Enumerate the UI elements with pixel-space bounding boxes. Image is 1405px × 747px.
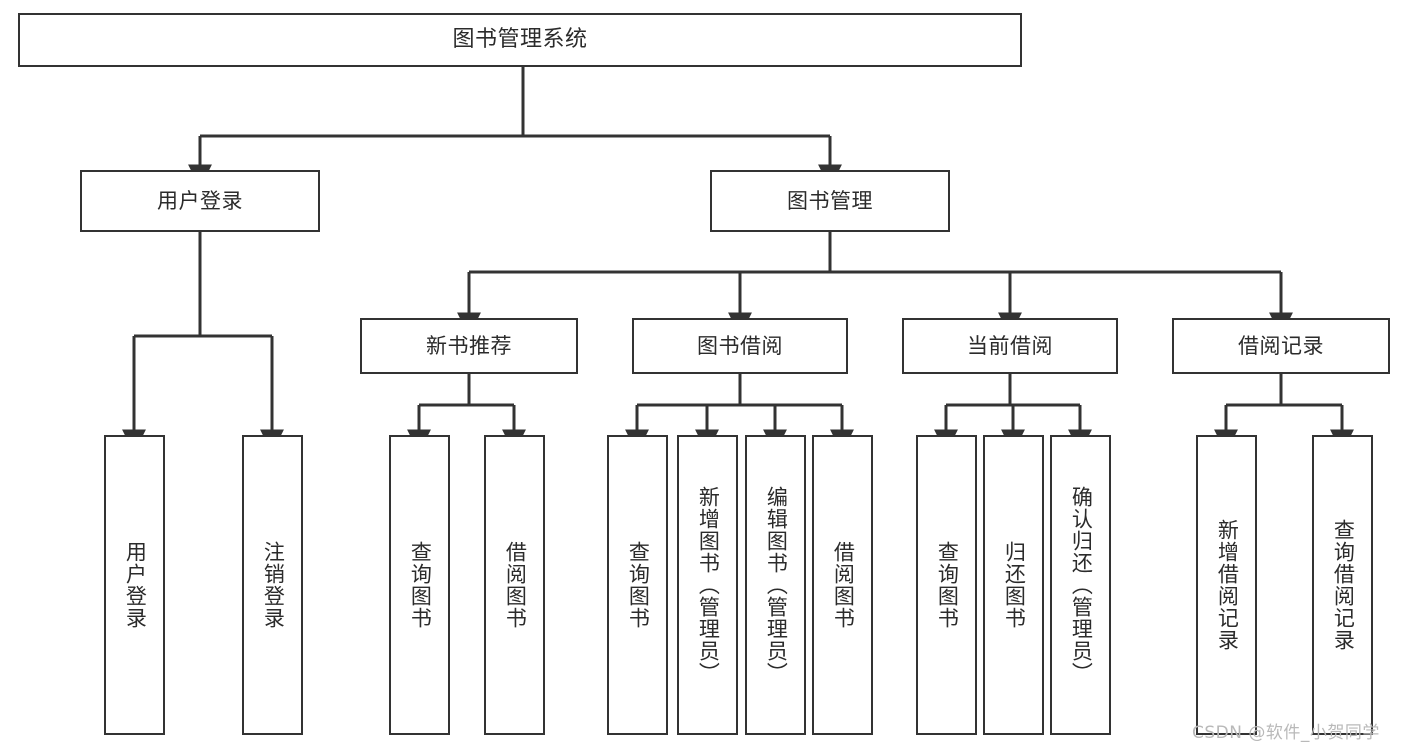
node-label: 新书推荐 — [426, 333, 512, 358]
node-label: 查询借阅记录 — [1331, 519, 1356, 651]
node-label: 图书管理系统 — [452, 27, 588, 53]
node-r-query[interactable]: 查询借阅记录 — [1312, 435, 1373, 735]
node-label: 查询图书 — [935, 541, 960, 629]
node-l-login[interactable]: 用户登录 — [104, 435, 165, 735]
node-label: 借阅图书 — [503, 541, 528, 629]
node-label: 用户登录 — [123, 541, 148, 629]
node-label: 查询图书 — [408, 541, 433, 629]
node-label: 图书管理 — [787, 188, 873, 213]
node-label: 图书借阅 — [697, 333, 783, 358]
node-newbook[interactable]: 新书推荐 — [360, 318, 578, 374]
node-label: 用户登录 — [157, 188, 243, 213]
node-n-borrow[interactable]: 借阅图书 — [484, 435, 545, 735]
node-bookmgmt[interactable]: 图书管理 — [710, 170, 950, 232]
node-root[interactable]: 图书管理系统 — [18, 13, 1022, 67]
node-r-add[interactable]: 新增借阅记录 — [1196, 435, 1257, 735]
node-label: 当前借阅 — [967, 333, 1053, 358]
node-login[interactable]: 用户登录 — [80, 170, 320, 232]
node-b-edit[interactable]: 编辑图书（管理员） — [745, 435, 806, 735]
node-c-query[interactable]: 查询图书 — [916, 435, 977, 735]
node-label: 编辑图书（管理员） — [764, 486, 789, 684]
node-label: 借阅记录 — [1238, 333, 1324, 358]
csdn-watermark: CSDN @软件_小贺同学 — [1192, 723, 1380, 743]
node-label: 新增图书（管理员） — [696, 486, 721, 684]
node-b-query[interactable]: 查询图书 — [607, 435, 668, 735]
node-b-borrow[interactable]: 借阅图书 — [812, 435, 873, 735]
node-label: 新增借阅记录 — [1215, 519, 1240, 651]
node-b-add[interactable]: 新增图书（管理员） — [677, 435, 738, 735]
node-n-query[interactable]: 查询图书 — [389, 435, 450, 735]
node-current[interactable]: 当前借阅 — [902, 318, 1118, 374]
node-label: 注销登录 — [261, 541, 286, 629]
node-l-logout[interactable]: 注销登录 — [242, 435, 303, 735]
node-records[interactable]: 借阅记录 — [1172, 318, 1390, 374]
node-label: 确认归还（管理员） — [1069, 486, 1094, 684]
node-c-return[interactable]: 归还图书 — [983, 435, 1044, 735]
node-c-confirm[interactable]: 确认归还（管理员） — [1050, 435, 1111, 735]
node-label: 查询图书 — [626, 541, 651, 629]
node-label: 归还图书 — [1002, 541, 1027, 629]
node-label: 借阅图书 — [831, 541, 856, 629]
node-borrow[interactable]: 图书借阅 — [632, 318, 848, 374]
